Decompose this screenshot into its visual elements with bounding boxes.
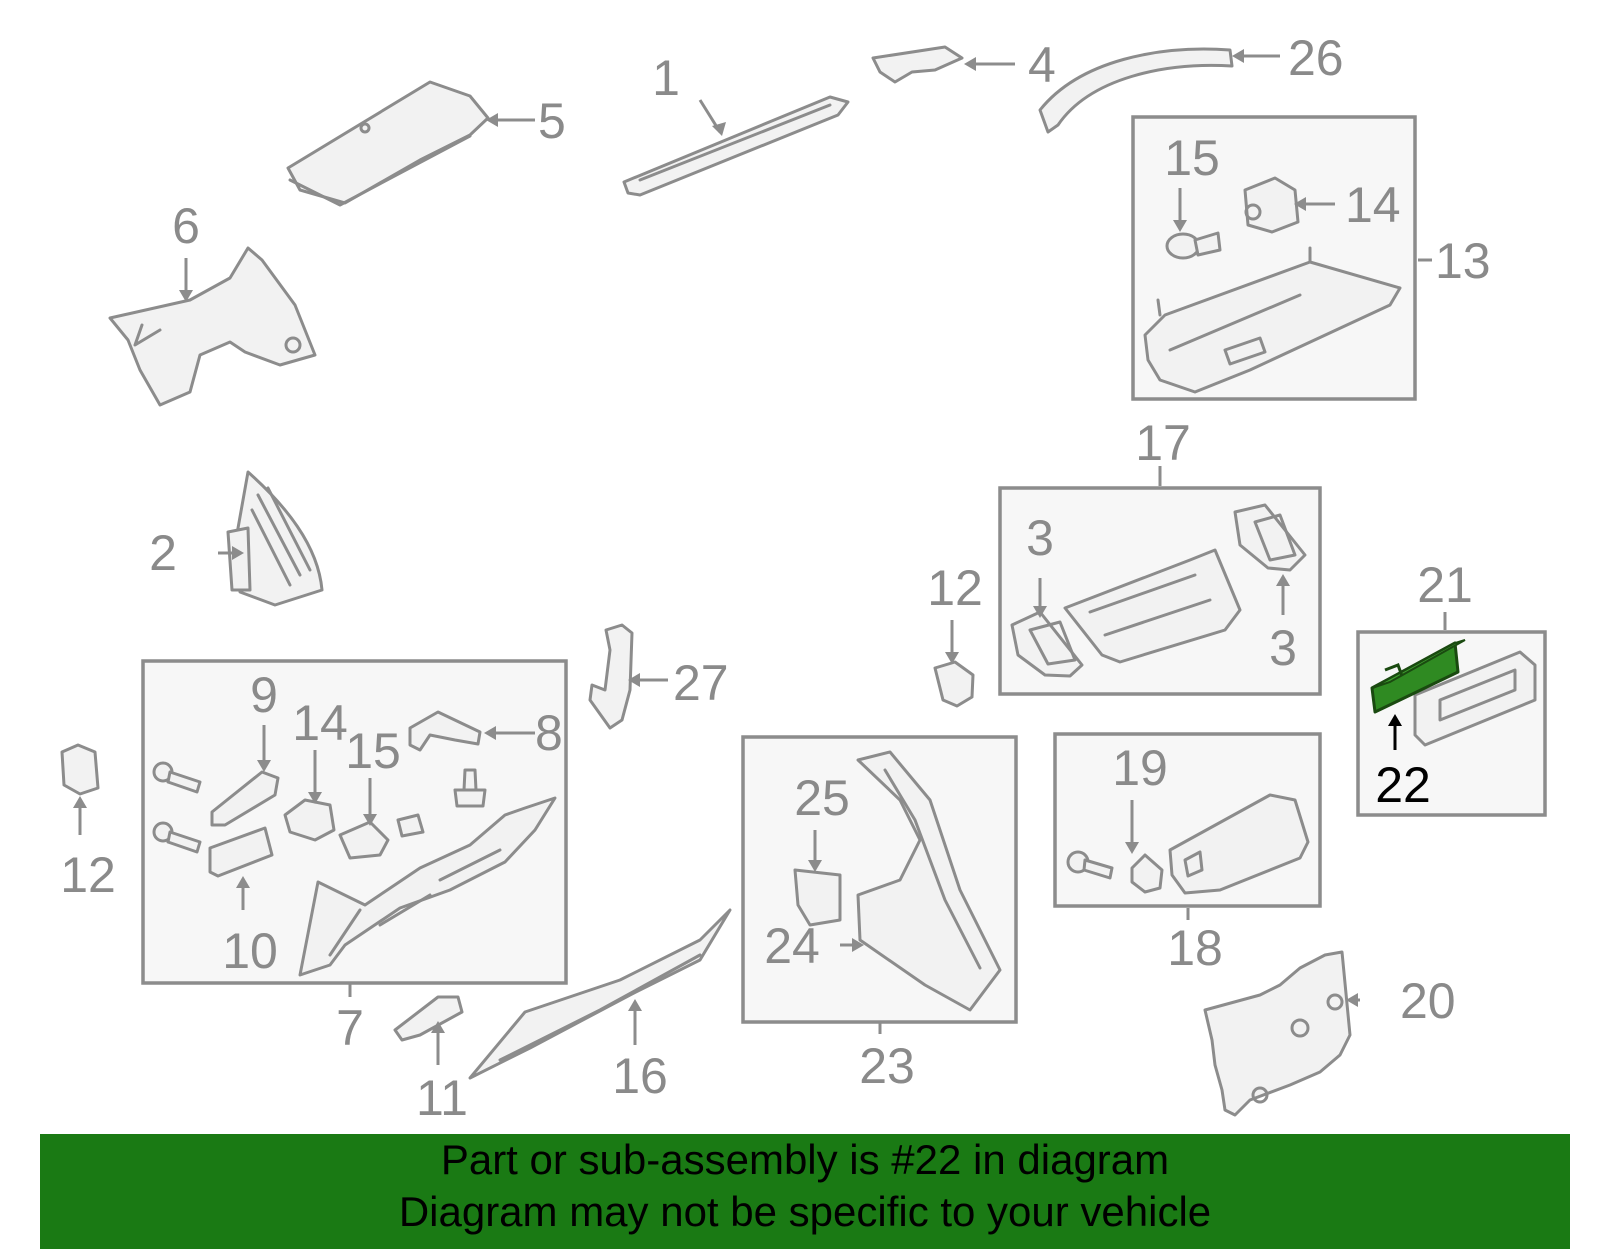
part-6-bracket bbox=[108, 246, 317, 407]
callout-14-upper: 14 bbox=[1345, 177, 1401, 233]
part-13-tray bbox=[1143, 246, 1402, 394]
part-19-clip bbox=[1130, 853, 1164, 894]
part-8-handle bbox=[408, 710, 482, 752]
callout-2: 2 bbox=[149, 525, 177, 581]
callout-22: 22 bbox=[1375, 757, 1431, 813]
callout-9: 9 bbox=[250, 667, 278, 723]
part-3-vent-right bbox=[1233, 503, 1307, 572]
info-banner: Part or sub-assembly is #22 in diagram D… bbox=[40, 1134, 1570, 1249]
part-small-clip bbox=[396, 813, 425, 838]
banner-line-2: Diagram may not be specific to your vehi… bbox=[398, 1188, 1212, 1235]
callout-26: 26 bbox=[1288, 30, 1344, 86]
part-screw-18 bbox=[1066, 850, 1114, 880]
callout-11: 11 bbox=[416, 1070, 468, 1126]
part-9-lamp-lens bbox=[210, 770, 280, 827]
part-10-lamp-housing bbox=[208, 826, 274, 878]
arrowhead-22 bbox=[1388, 714, 1402, 726]
callout-5: 5 bbox=[538, 93, 566, 149]
part-25-clip bbox=[793, 868, 842, 927]
callout-16: 16 bbox=[612, 1048, 668, 1104]
callout-15-lower: 15 bbox=[345, 723, 401, 779]
callout-12-lower: 12 bbox=[60, 847, 116, 903]
part-12-clip-lower bbox=[60, 743, 100, 796]
part-1-rail bbox=[622, 95, 850, 197]
part-screw-lower bbox=[152, 821, 202, 854]
callout-20: 20 bbox=[1400, 973, 1456, 1029]
part-7-glovebox-panel bbox=[298, 796, 557, 977]
part-4-clip bbox=[871, 45, 964, 84]
callout-labels: 1 2 3 3 4 5 6 7 8 9 10 11 12 12 13 14 14… bbox=[60, 30, 1490, 1126]
part-18-bracket bbox=[1168, 793, 1310, 895]
banner-line-1: Part or sub-assembly is #22 in diagram bbox=[440, 1136, 1170, 1183]
part-screw-upper bbox=[152, 761, 202, 794]
callout-4: 4 bbox=[1028, 37, 1056, 93]
callout-8: 8 bbox=[535, 705, 563, 761]
callout-10: 10 bbox=[222, 923, 278, 979]
callout-15-upper: 15 bbox=[1164, 130, 1220, 186]
callout-25: 25 bbox=[794, 770, 850, 826]
part-17-vent-bezel bbox=[1063, 548, 1242, 664]
callout-3-left: 3 bbox=[1026, 510, 1054, 566]
part-15-bulb-b bbox=[338, 820, 390, 860]
part-22-switch-highlighted bbox=[1370, 639, 1466, 714]
part-5-cover bbox=[286, 80, 490, 207]
part-26-strip bbox=[1038, 47, 1234, 134]
callout-3-right: 3 bbox=[1269, 620, 1297, 676]
callout-13: 13 bbox=[1435, 233, 1491, 289]
callout-14-lower: 14 bbox=[292, 695, 348, 751]
callout-19: 19 bbox=[1112, 740, 1168, 796]
part-11-clip bbox=[393, 995, 464, 1042]
callout-6: 6 bbox=[172, 198, 200, 254]
callout-24: 24 bbox=[764, 918, 820, 974]
callout-12-upper: 12 bbox=[927, 560, 983, 616]
part-20-plate bbox=[1203, 950, 1352, 1117]
callout-27: 27 bbox=[673, 655, 729, 711]
part-15-bulb-a bbox=[1165, 231, 1222, 260]
part-2-vent bbox=[226, 470, 324, 607]
part-14-socket-a bbox=[1243, 176, 1300, 234]
part-16-sill bbox=[468, 908, 732, 1080]
callout-7: 7 bbox=[336, 1000, 364, 1056]
callout-18: 18 bbox=[1167, 920, 1223, 976]
part-bolt bbox=[453, 768, 487, 808]
part-24-pillar-trim bbox=[856, 750, 1002, 1012]
part-21-trim bbox=[1413, 650, 1537, 747]
callout-1: 1 bbox=[652, 50, 680, 106]
callout-17: 17 bbox=[1135, 415, 1191, 471]
arrowheads bbox=[73, 49, 1358, 1033]
part-12-clip-upper bbox=[933, 660, 975, 708]
part-27-bracket bbox=[588, 623, 634, 730]
callout-21: 21 bbox=[1417, 557, 1473, 613]
callout-23: 23 bbox=[859, 1038, 915, 1094]
part-14-socket-b bbox=[283, 798, 336, 842]
